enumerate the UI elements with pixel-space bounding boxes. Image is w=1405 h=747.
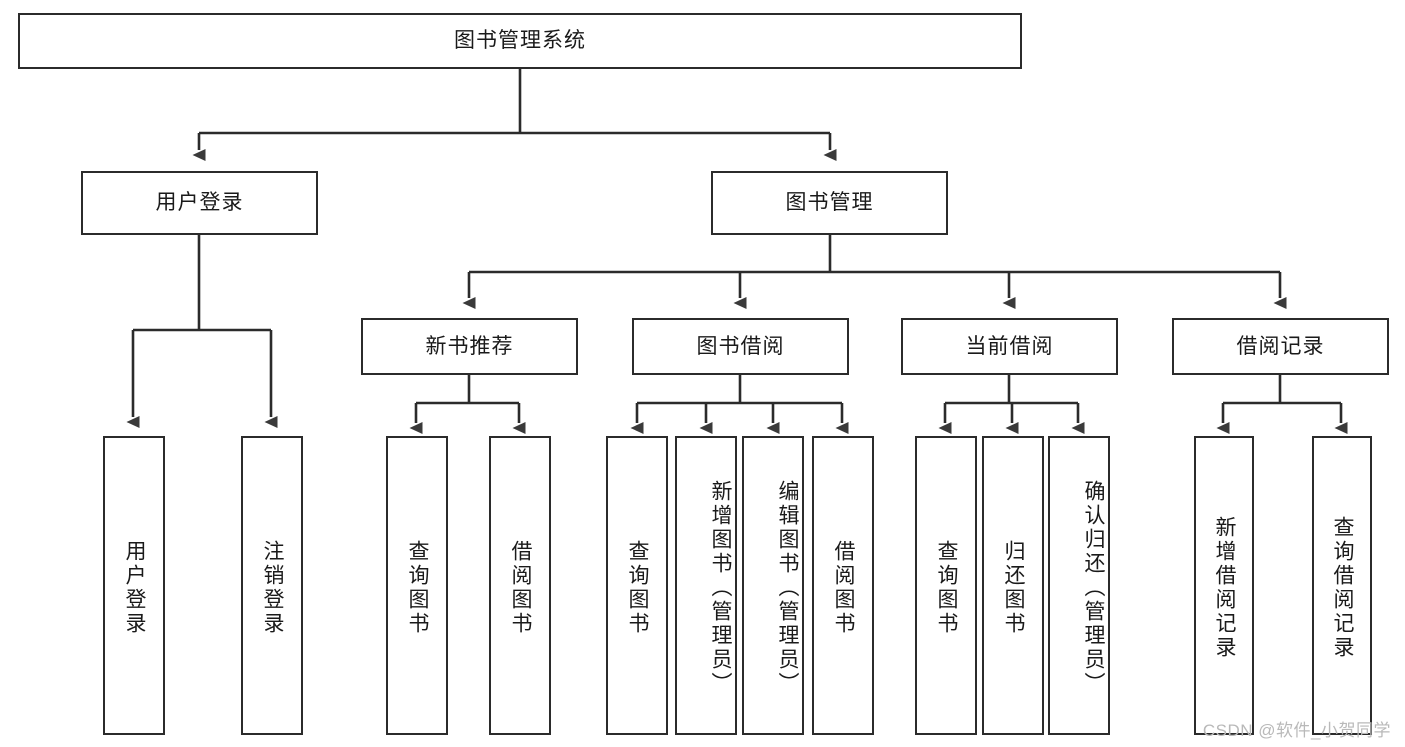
node-label: 确认归还（管理员） — [1082, 479, 1105, 696]
node-leaf-query-book-current[interactable]: 查询图书 — [915, 436, 977, 735]
node-new-book-recommend[interactable]: 新书推荐 — [361, 318, 578, 375]
node-label: 查询图书 — [626, 539, 649, 636]
node-label: 图书管理系统 — [454, 29, 586, 53]
node-label: 新增图书（管理员） — [709, 479, 732, 696]
node-user-login[interactable]: 用户登录 — [81, 171, 318, 235]
csdn-watermark: CSDN @软件_小贺同学 — [1202, 721, 1391, 740]
node-label: 新增借阅记录 — [1213, 515, 1236, 660]
node-label: 图书借阅 — [696, 334, 785, 358]
node-leaf-user-login[interactable]: 用户登录 — [103, 436, 165, 735]
node-label: 图书管理 — [785, 191, 874, 215]
node-label: 编辑图书（管理员） — [776, 479, 799, 696]
node-label: 查询图书 — [406, 539, 429, 636]
node-leaf-return-book[interactable]: 归还图书 — [982, 436, 1044, 735]
node-leaf-confirm-return[interactable]: 确认归还（管理员） — [1048, 436, 1110, 735]
node-leaf-query-book-borrow[interactable]: 查询图书 — [606, 436, 668, 735]
node-label: 借阅记录 — [1236, 334, 1325, 358]
node-label: 归还图书 — [1002, 539, 1025, 636]
node-root-book-management-system[interactable]: 图书管理系统 — [18, 13, 1022, 69]
node-label: 用户登录 — [123, 539, 146, 636]
node-label: 借阅图书 — [832, 539, 855, 636]
node-label: 当前借阅 — [965, 334, 1054, 358]
node-leaf-edit-book[interactable]: 编辑图书（管理员） — [742, 436, 804, 735]
node-leaf-query-borrow-record[interactable]: 查询借阅记录 — [1312, 436, 1372, 735]
node-label: 借阅图书 — [509, 539, 532, 636]
node-label: 注销登录 — [261, 539, 284, 636]
node-label: 查询借阅记录 — [1331, 515, 1354, 660]
node-leaf-query-book-recommend[interactable]: 查询图书 — [386, 436, 448, 735]
node-label: 新书推荐 — [425, 334, 514, 358]
node-leaf-add-book[interactable]: 新增图书（管理员） — [675, 436, 737, 735]
node-leaf-add-borrow-record[interactable]: 新增借阅记录 — [1194, 436, 1254, 735]
node-borrow-record[interactable]: 借阅记录 — [1172, 318, 1389, 375]
node-book-manage[interactable]: 图书管理 — [711, 171, 948, 235]
node-label: 查询图书 — [935, 539, 958, 636]
node-leaf-user-logout[interactable]: 注销登录 — [241, 436, 303, 735]
node-leaf-borrow-book-borrow[interactable]: 借阅图书 — [812, 436, 874, 735]
node-book-borrow[interactable]: 图书借阅 — [632, 318, 849, 375]
node-leaf-borrow-book-recommend[interactable]: 借阅图书 — [489, 436, 551, 735]
node-label: 用户登录 — [155, 191, 244, 215]
node-current-borrow[interactable]: 当前借阅 — [901, 318, 1118, 375]
